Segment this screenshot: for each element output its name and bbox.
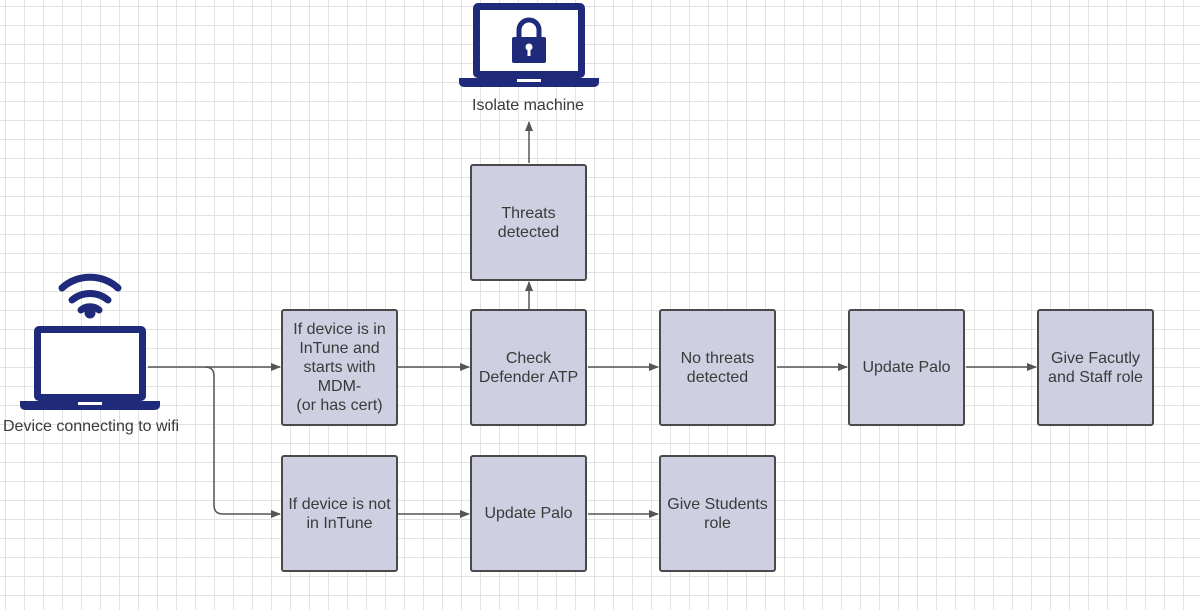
wifi-laptop-icon	[20, 273, 160, 410]
node-not-intune: If device is not in InTune	[281, 455, 398, 572]
node-update-palo-top: Update Palo	[848, 309, 965, 426]
node-no-threats: No threats detected	[659, 309, 776, 426]
node-threats-detected-label: Threats detected	[497, 204, 560, 241]
node-not-intune-label: If device is not in InTune	[288, 495, 391, 532]
node-students-role-label: Give Students role	[667, 495, 768, 532]
node-update-palo-bottom-label: Update Palo	[484, 505, 573, 522]
node-check-defender: Check Defender ATP	[470, 309, 587, 426]
connector-device-to-not-intune	[204, 366, 281, 518]
node-check-defender-label: Check Defender ATP	[478, 349, 579, 386]
locked-laptop-icon	[459, 3, 599, 87]
node-update-palo-top-label: Update Palo	[862, 359, 951, 376]
node-intune-check: If device is in InTune and starts with M…	[281, 309, 398, 426]
isolate-caption: Isolate machine	[472, 97, 585, 114]
node-faculty-staff-role: Give Facutly and Staff role	[1037, 309, 1154, 426]
node-no-threats-label: No threats detected	[680, 349, 755, 386]
node-threats-detected: Threats detected	[470, 164, 587, 281]
node-students-role: Give Students role	[659, 455, 776, 572]
node-intune-check-label: If device is in InTune and starts with M…	[293, 321, 386, 414]
device-caption: Device connecting to wifi	[3, 418, 180, 435]
node-faculty-staff-role-label: Give Facutly and Staff role	[1048, 349, 1143, 386]
node-update-palo-bottom: Update Palo	[470, 455, 587, 572]
